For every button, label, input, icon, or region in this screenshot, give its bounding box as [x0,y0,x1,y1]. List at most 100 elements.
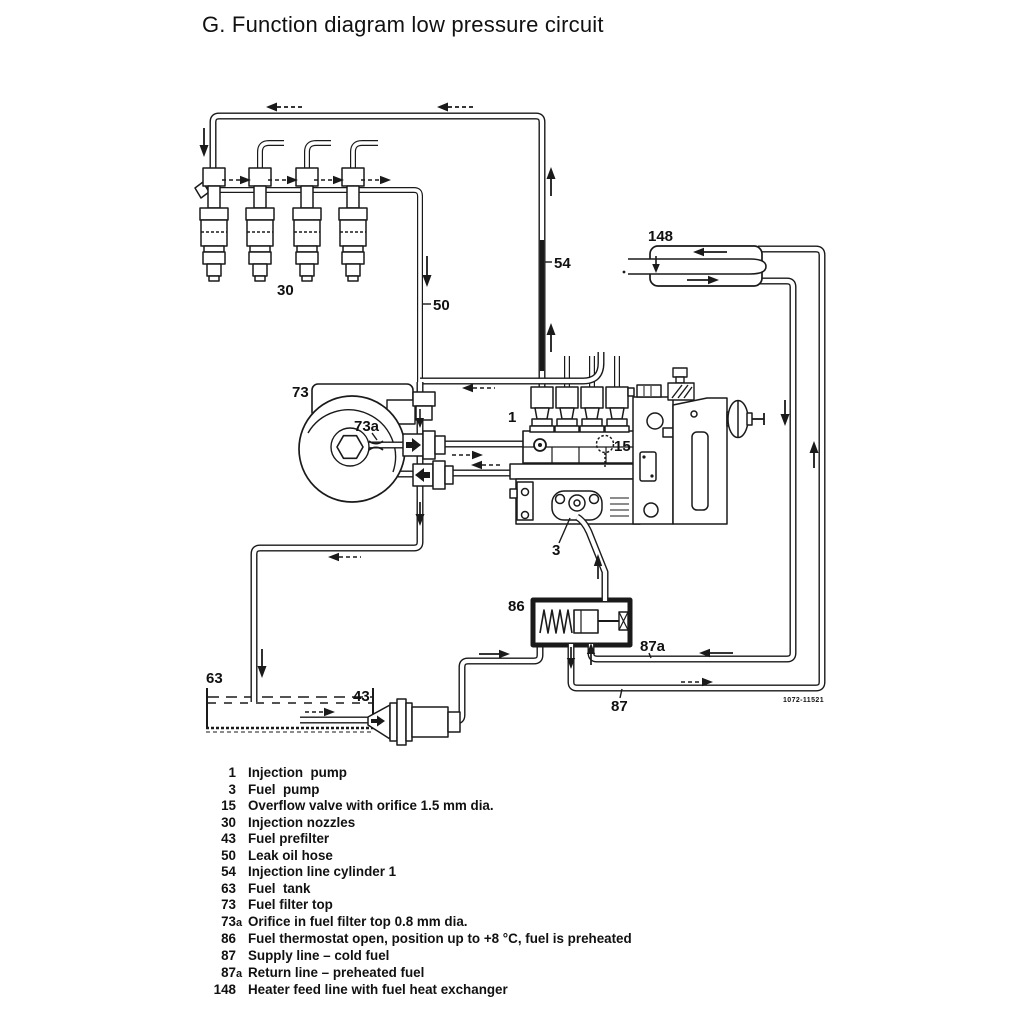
flow-left-arrow-icon [415,468,430,482]
label-fuel-tank: 63 [206,670,223,687]
heater-feed-tube [628,258,767,275]
label-fuel-pump: 3 [552,542,560,559]
fuel-heat-exchanger [622,245,767,287]
filter-center-bolt [330,427,370,467]
label-orifice: 73a [354,418,380,435]
injection-pump [509,430,647,525]
label-return-line: 87a [640,638,666,655]
fuel-tank [206,688,374,733]
arrow-right-gallery-feed [452,450,483,460]
arrow-left-top-1 [266,102,303,112]
thermostat-piston [573,609,599,634]
flow-right-arrow-icon [406,438,421,452]
label-leak-oil-hose: 50 [433,297,450,314]
arrow-right-leak-2 [268,175,298,185]
fuel-thermostat [530,597,633,648]
arrow-right-exchanger-bottom [687,275,719,285]
arrow-right-suction [305,707,335,717]
pump-delivery-stubs [564,356,620,390]
arrow-up-supply-right [809,441,819,468]
page-title: G. Function diagram low pressure circuit [202,12,604,37]
label-injection-nozzles: 30 [277,282,294,299]
fuel-pump [509,481,603,521]
pump-base-plate [509,463,647,480]
orifice-73a-symbol [368,440,384,451]
arrow-right-leak-1 [222,175,251,185]
vacuum-unit [726,399,765,439]
diagram-number-labels: 30 50 54 73 73a 1 15 3 148 86 87a 87 63 … [206,228,824,715]
arrow-up-54-2 [546,323,556,352]
arrow-left-exchanger-top [693,247,727,257]
arrow-right-supply-in [479,649,510,659]
label-thermostat: 86 [508,598,525,615]
label-overflow-valve: 15 [614,438,631,455]
arrow-down-into-tank [257,649,267,678]
tick-87a [648,652,652,659]
arrow-right-leak-3 [314,175,344,185]
injection-nozzle [292,167,322,282]
label-prefilter: 43 [353,688,370,705]
label-leaders [371,261,652,699]
thermostat-to-pump-line [575,513,609,601]
arrow-left-pump-return [462,383,495,393]
label-injection-pump: 1 [508,409,516,426]
pump-return-hose [420,352,605,385]
arrow-down-banjo-column [416,409,424,428]
overflow-valve [595,434,615,468]
filter-banjo-fittings [402,391,454,490]
delivery-valve-fittings [529,386,630,433]
leader-3 [558,517,571,544]
arrow-down-thermostat [566,647,576,669]
top-banjo-bolt [412,391,436,407]
return-line-87a [587,277,797,663]
governor-housing [627,384,728,525]
injection-nozzle [199,167,229,282]
injection-nozzles [194,167,368,282]
injection-line-54-pipe [209,112,546,390]
leader-73a [371,432,378,441]
return-line-to-tank [250,382,424,702]
label-injection-line: 54 [554,255,571,272]
supply-line-87 [567,245,826,692]
arrow-down-nozzle-feed [199,128,209,157]
arrow-down-leak-50 [422,256,432,287]
arrow-right-leak-4 [361,175,391,185]
nozzle-injection-stubs [257,140,378,172]
arrow-left-top-2 [437,102,474,112]
fuel-inlet-banjo [667,367,695,401]
arrow-left-gallery-return [471,460,502,470]
thermostat-spring [539,609,573,634]
arrow-down-return-right [780,400,790,426]
prefilter-flow-arrow-icon [371,715,385,727]
tick-87 [619,688,623,699]
arrow-up-thermostat [586,643,596,665]
label-fuel-filter-top: 73 [292,384,309,401]
label-supply-line: 87 [611,698,628,715]
leak-oil-line-50 [204,187,423,385]
arrow-up-to-pump [593,554,603,579]
arrow-up-54-1 [546,167,556,196]
arrow-down-return-column [415,502,425,526]
arrow-down-exchanger-left [652,256,660,273]
injection-nozzle [338,167,368,282]
label-heater-feed-line: 148 [648,228,673,245]
arrow-right-87 [681,677,713,687]
injection-nozzle [245,167,275,282]
